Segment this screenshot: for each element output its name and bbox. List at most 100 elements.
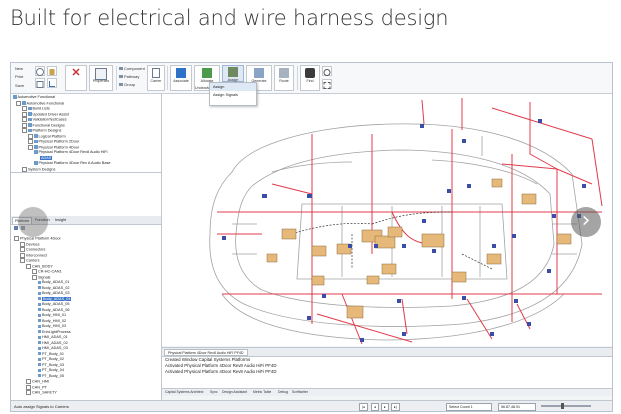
tree-item[interactable]: CAN_PT [26, 384, 47, 390]
assign-menu-item[interactable]: Assign [210, 83, 256, 91]
nav-play-button[interactable]: ▸ [381, 403, 389, 411]
platform-icon [34, 145, 38, 149]
undo-icon [49, 81, 55, 87]
nav-prev-button[interactable]: ◂ [371, 403, 379, 411]
tree-item[interactable]: CAN_SAFETY [26, 390, 57, 395]
tree-item[interactable]: Physical Platform 4Door [28, 144, 79, 150]
nav-first-button[interactable]: |◂ [359, 403, 368, 411]
tree-item[interactable]: Logical Platform [28, 133, 66, 139]
tree-item[interactable]: Physical Platform 4Door Rev8 Audio HiFi [34, 150, 108, 154]
tree-item[interactable]: Physical Platform 4Door Rev A Audio Base [34, 161, 110, 165]
harness-diagram-canvas[interactable] [162, 94, 612, 346]
tree-item[interactable]: PT_Body_02 [38, 357, 64, 361]
print-button[interactable]: Print [15, 74, 24, 79]
tab-sync[interactable]: Sync [210, 390, 218, 394]
tree-item[interactable]: Functional Designs [22, 122, 65, 128]
allocate-button[interactable]: Allocate [194, 65, 220, 91]
tree-item[interactable]: Physical Platform 2Door [28, 139, 79, 144]
tree-item[interactable]: Updated Driver Assist [22, 111, 69, 117]
tree-item[interactable]: HMI_ADAS_03 [38, 346, 68, 350]
assign-button[interactable]: Assign [222, 65, 244, 82]
cut-button[interactable] [35, 66, 45, 76]
expand-icon [26, 263, 31, 269]
group-menu[interactable]: Group [119, 82, 135, 87]
tab-insight[interactable]: Insight [55, 218, 67, 222]
tree-item[interactable]: Body_ADAS_05 [38, 302, 69, 306]
find-button[interactable]: Find [300, 65, 320, 91]
assign-icon [228, 67, 238, 77]
tree-item[interactable]: Body_HMI_03 [38, 324, 66, 328]
tree-item[interactable]: Devices [20, 241, 40, 247]
pathway-menu[interactable]: Pathway [119, 74, 139, 79]
signal-icon [38, 280, 41, 284]
undeadweb-button[interactable]: Undeadweb [195, 86, 215, 90]
tree-item[interactable]: CAN_HMI [26, 379, 49, 384]
delete-button[interactable]: ✕ [65, 65, 87, 91]
tree-item[interactable]: Body_ADAS_02 [38, 286, 69, 290]
copy-button[interactable] [35, 78, 45, 88]
tree-item[interactable]: Body_ADAS_03 [38, 291, 69, 295]
tree-item[interactable]: HMI_ADAS_02 [38, 341, 68, 345]
tree-item[interactable]: Automotive Functional [13, 95, 55, 99]
tree-item[interactable]: PT_Body_04 [38, 368, 64, 372]
output-line: Activated Physical Platform 4Door Rev8 A… [165, 363, 277, 368]
fit-button[interactable] [322, 79, 332, 89]
save-button[interactable]: Save [15, 83, 25, 88]
tree-item[interactable]: PT_Body_03 [38, 363, 64, 367]
tree-item[interactable]: Signals [32, 274, 50, 280]
carousel-next-button[interactable]: › [571, 207, 601, 237]
carousel-prev-button[interactable] [18, 207, 48, 237]
tree-item[interactable]: ADAS [40, 155, 53, 160]
tree-item[interactable]: Body_HMI_02 [38, 319, 66, 323]
page-heading: Built for electrical and wire harness de… [10, 6, 449, 30]
folder-icon [13, 95, 17, 99]
tree-item[interactable]: Platform Designs [22, 128, 61, 133]
undo-button[interactable] [47, 78, 57, 88]
tab-scriftwriter[interactable]: Scriftwriter [292, 390, 309, 394]
nav-next-button[interactable]: ▸| [391, 403, 400, 411]
document-tab-bar: Physical Platform 4Door Rev8 Audio HiFi … [162, 347, 612, 356]
tree-item[interactable]: HMI_ADAS_01 [38, 335, 68, 339]
assign-dropdown-menu: Assign Assign Signals [209, 82, 257, 106]
tree-item[interactable]: PT_Body_01 [38, 352, 64, 356]
tree-item[interactable]: Physical Platform 4Door [14, 236, 61, 241]
tree-item[interactable]: Carriers [20, 258, 40, 263]
tree-item[interactable]: Body_ADAS_06 [38, 308, 69, 312]
expand-all-icon[interactable] [14, 226, 18, 230]
tab-function[interactable]: Function [33, 217, 52, 223]
collapse-icon [28, 144, 33, 150]
assign-signals-menu-item[interactable]: Assign Signals [213, 93, 238, 97]
associate-button[interactable]: Associate [170, 65, 192, 91]
zoom-slider[interactable] [541, 405, 591, 407]
tree-item[interactable]: Interconnect [20, 252, 47, 258]
paste-button[interactable] [47, 66, 57, 76]
tree-item[interactable]: CR-HC-CAN1 [32, 269, 62, 274]
new-button[interactable]: New [15, 66, 24, 71]
tree-item[interactable]: System Designs [22, 166, 55, 172]
component-menu[interactable]: Component [119, 66, 145, 71]
tree-item[interactable]: Body_ADAS_01 [38, 280, 69, 284]
tab-debug[interactable]: Debug [278, 390, 288, 394]
tab-capital-systems-architect[interactable]: Capital Systems Architect [165, 390, 204, 394]
tree-item[interactable]: Connectors [20, 247, 45, 252]
harness-connectors [222, 119, 586, 342]
carrier-button[interactable]: Carrier [147, 65, 165, 91]
document-tab[interactable]: Physical Platform 4Door Rev8 Audio HiFi … [164, 349, 248, 356]
tree-item[interactable]: ValidationTestCases [22, 117, 67, 122]
tree-item[interactable]: Automotive Functional [16, 100, 64, 106]
tab-platform[interactable]: Platform [12, 217, 33, 224]
zoom-slider-thumb[interactable] [561, 403, 564, 409]
tree-item[interactable]: Build Lists [22, 106, 50, 111]
route-button[interactable]: Route [274, 65, 294, 91]
tree-item[interactable]: EnhLightProcess [38, 330, 71, 334]
tab-metric-table[interactable]: Metric Table [253, 390, 272, 394]
tree-item[interactable]: Body_ADAS_04 [38, 296, 72, 301]
properties-button[interactable]: Properties [89, 65, 113, 91]
tree-item[interactable]: Body_HMI_01 [38, 313, 66, 317]
zoom-button[interactable] [322, 66, 332, 76]
allocate-icon [202, 68, 212, 78]
tree-item[interactable]: PT_Body_05 [38, 374, 64, 378]
tab-design-assistant[interactable]: Design Assistant [222, 390, 248, 394]
tree-item[interactable]: CAN_BODY [26, 263, 53, 269]
filter-icon[interactable] [21, 226, 25, 230]
